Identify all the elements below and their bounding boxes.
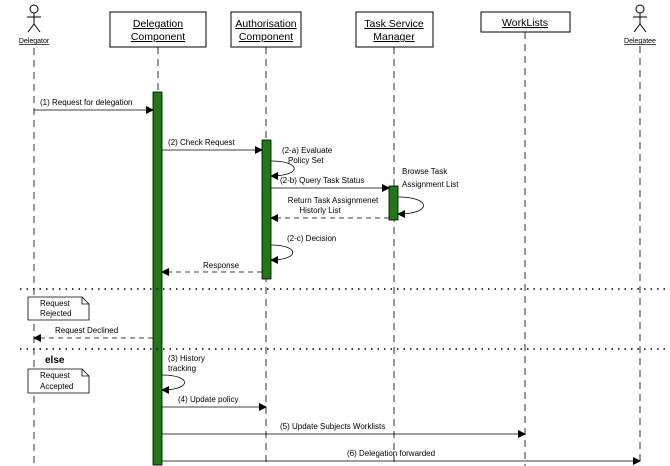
- self-call-history-tracking: (3) History tracking: [161, 354, 205, 394]
- message-label: Browse Task: [402, 167, 448, 176]
- message-label: (2-a) Evaluate: [282, 146, 333, 155]
- note-label: Accepted: [40, 382, 73, 391]
- message-delegation-forwarded: (6) Delegation forwarded: [162, 449, 641, 465]
- guard-else: else: [45, 355, 65, 366]
- self-call-browse-task-assignment-list: Browse Task Assignment List: [397, 167, 459, 218]
- message-label: (5) Update Subjects Worklists: [280, 422, 385, 431]
- message-request-for-delegation: (1) Request for delegation: [34, 98, 154, 114]
- activation-authorisation-component: [261, 139, 272, 280]
- note-label: Request: [40, 371, 71, 380]
- participant-label: Authorisation: [235, 18, 296, 30]
- note-request-rejected: Request Rejected: [27, 296, 90, 321]
- participant-label: Component: [131, 31, 185, 43]
- message-check-request: (2) Check Request: [162, 138, 263, 154]
- participant-label: Delegation: [133, 18, 183, 30]
- message-label: Request Declined: [55, 326, 118, 335]
- stick-figure-icon: [27, 4, 41, 33]
- actor-label: Delegatee: [624, 38, 656, 45]
- participant-worklists: WorkLists: [480, 11, 571, 33]
- participant-delegation-component: Delegation Component: [109, 11, 207, 48]
- participant-authorisation-component: Authorisation Component: [230, 11, 302, 48]
- participant-label: Task Service: [364, 18, 424, 30]
- message-label: Assignment List: [402, 180, 459, 189]
- self-call-evaluate-policy-set: (2-a) Evaluate Policy Set: [270, 146, 333, 180]
- message-label: Policy Set: [288, 156, 324, 165]
- activation-delegation-component: [152, 91, 163, 466]
- activation-task-service-manager: [388, 185, 399, 221]
- message-update-policy: (4) Update policy: [162, 395, 267, 411]
- actor-delegatee: Delegatee: [624, 4, 656, 45]
- message-label: Historly List: [299, 206, 341, 215]
- message-label: (4) Update policy: [178, 395, 238, 404]
- participant-task-service-manager: Task Service Manager: [355, 11, 434, 48]
- participant-label: WorkLists: [502, 17, 548, 29]
- message-label: (6) Delegation forwarded: [347, 449, 435, 458]
- message-response: Response: [161, 261, 262, 276]
- message-update-subjects-worklists: (5) Update Subjects Worklists: [162, 422, 526, 438]
- note-label: Request: [40, 299, 71, 308]
- message-request-declined: Request Declined: [33, 326, 153, 342]
- note-label: Rejected: [40, 309, 72, 318]
- note-request-accepted: Request Accepted: [27, 368, 90, 394]
- message-query-task-status: (2-b) Query Task Status: [271, 176, 390, 192]
- actor-delegator: Delegator: [19, 4, 50, 45]
- actor-label: Delegator: [19, 38, 50, 45]
- message-label: tracking: [168, 364, 196, 373]
- message-label: Return Task Assignmenet: [288, 196, 379, 205]
- message-label: Response: [203, 261, 240, 270]
- message-return-task-assignment-history: Return Task Assignmenet Historly List: [270, 196, 389, 222]
- message-label: (2-c) Decision: [287, 234, 336, 243]
- message-label: (1) Request for delegation: [40, 98, 133, 107]
- stick-figure-icon: [633, 4, 647, 33]
- message-label: (2-b) Query Task Status: [280, 176, 364, 185]
- message-label: (3) History: [168, 354, 205, 363]
- self-call-decision: (2-c) Decision: [270, 234, 336, 264]
- participant-label: Component: [239, 31, 293, 43]
- participant-label: Manager: [373, 31, 415, 43]
- message-label: (2) Check Request: [168, 138, 235, 147]
